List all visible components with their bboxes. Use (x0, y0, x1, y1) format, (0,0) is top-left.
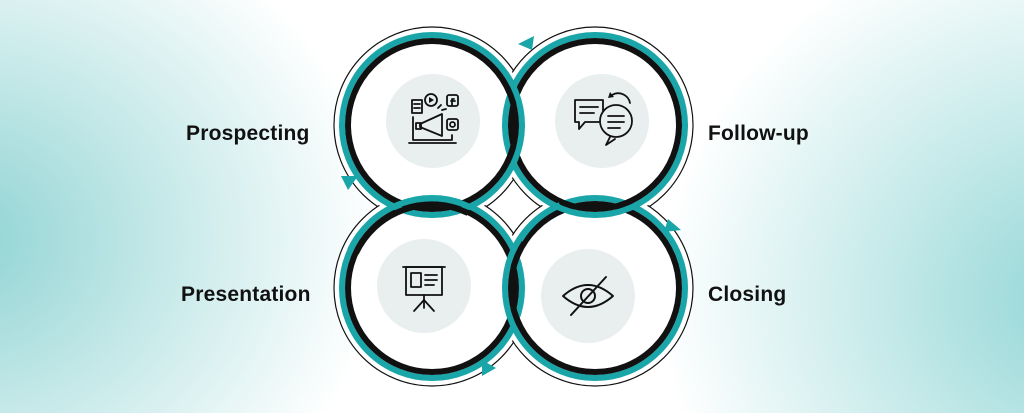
arrow-left-icon (341, 176, 358, 190)
ring-followup (502, 32, 688, 218)
cycle-arrows (341, 36, 681, 376)
eye-slash-icon (562, 276, 614, 316)
stage-label-followup: Follow-up (708, 122, 809, 145)
stage-label-closing: Closing (708, 283, 787, 306)
stage-label-presentation: Presentation (181, 283, 311, 306)
ring-closing (502, 195, 688, 381)
arrow-right-icon (664, 219, 681, 232)
chat-bubbles-refresh-icon (574, 92, 633, 146)
arrow-bottom-icon (482, 360, 496, 376)
arrow-top-icon (518, 36, 534, 50)
presentation-board-icon (402, 266, 446, 312)
social-media-megaphone-icon (408, 93, 459, 144)
ring-prospecting (339, 32, 525, 218)
stage-label-prospecting: Prospecting (186, 122, 310, 145)
